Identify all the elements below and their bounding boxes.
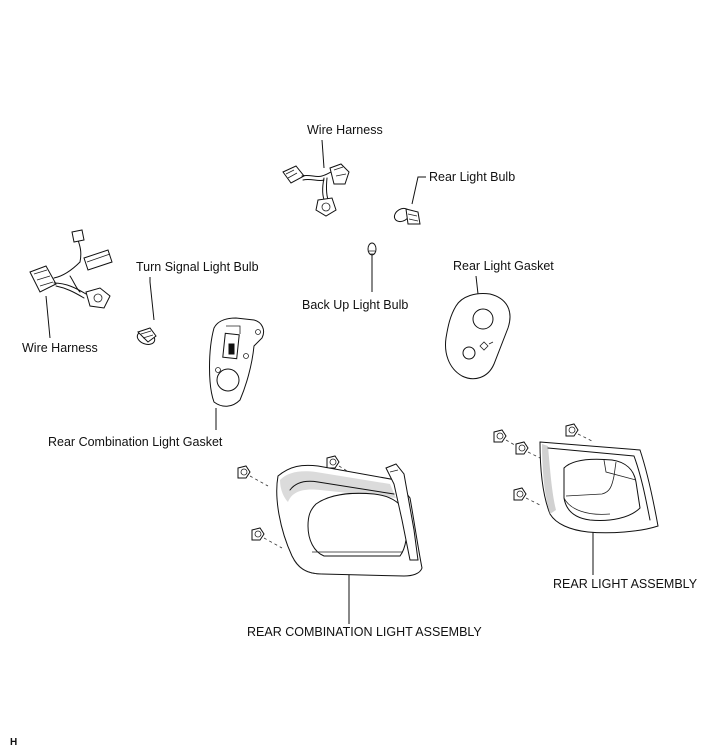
rear-light-gasket-part	[445, 293, 511, 380]
back-up-light-bulb-part	[367, 242, 377, 256]
wire-harness-left-part	[29, 229, 113, 309]
rear-combination-light-gasket-part	[209, 317, 265, 407]
label-back-up-light-bulb: Back Up Light Bulb	[302, 298, 408, 312]
label-rear-light-gasket: Rear Light Gasket	[453, 259, 554, 273]
label-wire-harness-left: Wire Harness	[22, 341, 98, 355]
nut-left-1	[237, 465, 251, 479]
nut-right-2	[515, 441, 529, 455]
leader-lines	[45, 139, 594, 624]
label-turn-signal-light-bulb: Turn Signal Light Bulb	[136, 260, 259, 274]
nut-right-1	[493, 429, 507, 443]
rear-light-assembly-part	[539, 441, 659, 534]
label-rear-light-assembly: REAR LIGHT ASSEMBLY	[553, 577, 698, 591]
label-rear-light-bulb: Rear Light Bulb	[429, 170, 515, 184]
nuts-right-assembly	[493, 423, 595, 507]
nut-right-4	[513, 487, 527, 501]
turn-signal-light-bulb-part	[136, 327, 157, 345]
nut-left-2	[326, 455, 340, 469]
nut-right-3	[565, 423, 579, 437]
label-rear-combination-light-assembly: REAR COMBINATION LIGHT ASSEMBLY	[247, 625, 482, 639]
rear-light-bulb-part	[393, 207, 421, 225]
wire-harness-top-part	[282, 163, 350, 217]
label-rear-combination-light-gasket: Rear Combination Light Gasket	[48, 435, 223, 449]
rear-combination-light-assembly-part	[276, 463, 423, 577]
label-corner-code: H	[10, 737, 17, 748]
nut-left-3	[251, 527, 265, 541]
label-wire-harness-top: Wire Harness	[307, 123, 383, 137]
